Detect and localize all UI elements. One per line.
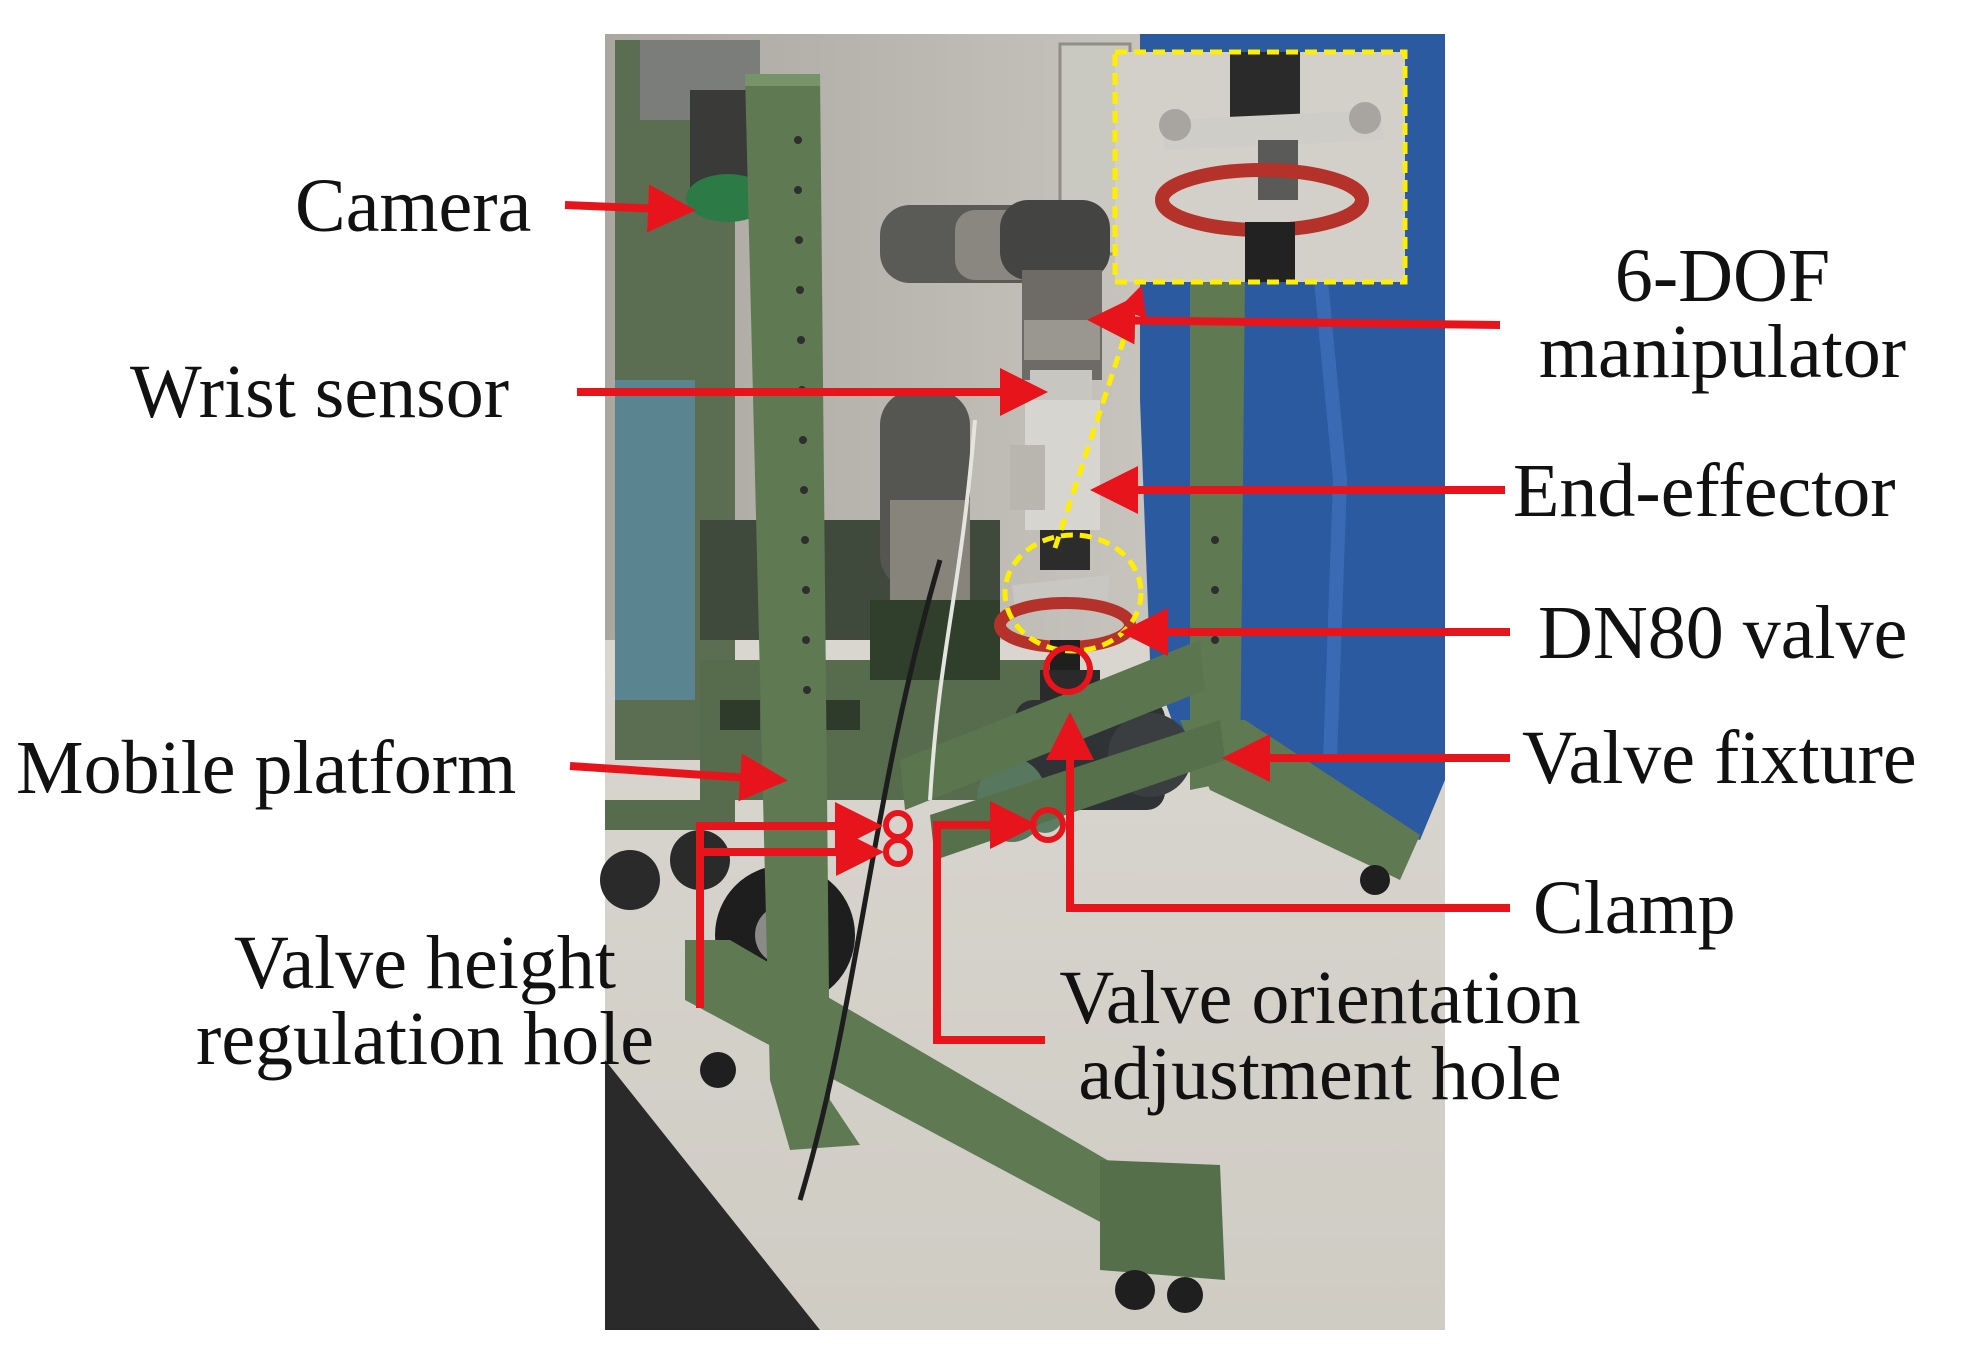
manipulator-arm (870, 200, 1110, 680)
floor-mat (605, 1060, 820, 1330)
label-6dof-manipulator-line2: manipulator (1538, 310, 1907, 394)
label-camera: Camera (295, 164, 532, 248)
manipulator-arrow (1087, 296, 1501, 345)
label-valve-fixture: Valve fixture (1522, 716, 1917, 800)
label-valve-orientation-adjustment-hole: Valve orientation adjustment hole (1040, 960, 1600, 1112)
caster-wheels (700, 865, 1390, 1313)
inset-frame (1112, 49, 1408, 285)
clamp-circle (1043, 645, 1093, 695)
label-6dof-manipulator-line1: 6-DOF (1614, 234, 1831, 318)
inset-link (1052, 285, 1147, 549)
label-dn80-valve: DN80 valve (1538, 591, 1908, 675)
label-wrist-sensor: Wrist sensor (130, 350, 509, 434)
orientation-hole-circle (1030, 807, 1066, 843)
fixture-holes (794, 136, 1219, 694)
orientation-hole-arrow (933, 801, 1045, 1044)
label-mobile-platform: Mobile platform (16, 726, 517, 810)
camera-arrow (564, 184, 696, 233)
height-hole-circle-2 (883, 837, 913, 867)
clamp-arrow (1046, 712, 1510, 912)
label-valve-orientation-line1: Valve orientation (1059, 956, 1581, 1040)
label-valve-height-line1: Valve height (233, 921, 616, 1005)
inset-zoom-photo (1115, 52, 1405, 282)
mobile-platform-arrow (569, 753, 788, 802)
height-hole-arrow-1 (696, 802, 883, 1008)
annotations (564, 184, 1510, 1044)
label-valve-orientation-line2: adjustment hole (1078, 1032, 1562, 1116)
label-end-effector: End-effector (1513, 449, 1896, 533)
label-valve-height-regulation-hole: Valve height regulation hole (160, 925, 690, 1077)
label-6dof-manipulator: 6-DOF manipulator (1510, 238, 1935, 390)
label-valve-height-line2: regulation hole (196, 997, 654, 1081)
wrist-sensor (1030, 370, 1092, 402)
label-clamp: Clamp (1533, 866, 1736, 950)
